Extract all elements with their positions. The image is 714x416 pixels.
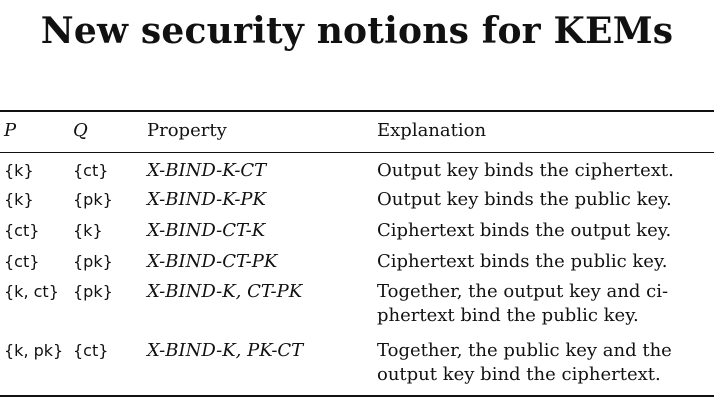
table-top-rule [0, 110, 714, 112]
header-property: Property [147, 120, 227, 141]
explanation-line: Together, the output key and ci- [377, 281, 669, 302]
cell-explanation: Output key binds the public key. [377, 188, 672, 212]
table-header-rule [0, 152, 714, 153]
cell-q: {k} [73, 221, 103, 240]
explanation-line: Output key binds the public key. [377, 189, 672, 210]
cell-p: {k, ct} [4, 282, 59, 301]
cell-p: {k, pk} [4, 341, 64, 360]
cell-property: X-BIND-CT-K [147, 220, 266, 241]
cell-explanation: Ciphertext binds the public key. [377, 250, 667, 274]
header-q: Q [73, 120, 88, 141]
cell-property: X-BIND-K-CT [147, 160, 267, 181]
table-bottom-rule [0, 395, 714, 397]
cell-q: {ct} [73, 161, 109, 180]
cell-q: {pk} [73, 190, 113, 209]
cell-property: X-BIND-K, PK-CT [147, 340, 304, 361]
cell-p: {ct} [4, 252, 40, 271]
cell-property: X-BIND-K, CT-PK [147, 281, 303, 302]
cell-q: {pk} [73, 252, 113, 271]
cell-property: X-BIND-K-PK [147, 189, 266, 210]
cell-q: {ct} [73, 341, 109, 360]
header-p: P [4, 120, 17, 141]
header-explanation: Explanation [377, 120, 487, 141]
slide-title: New security notions for KEMs [40, 10, 674, 52]
explanation-line: Output key binds the ciphertext. [377, 160, 674, 181]
cell-explanation: Together, the output key and ci- phertex… [377, 280, 668, 328]
cell-explanation: Output key binds the ciphertext. [377, 159, 674, 183]
explanation-line: Ciphertext binds the output key. [377, 220, 672, 241]
cell-q: {pk} [73, 282, 113, 301]
cell-p: {k} [4, 161, 34, 180]
cell-explanation: Together, the public key and the output … [377, 339, 672, 387]
cell-p: {ct} [4, 221, 40, 240]
explanation-line: Together, the public key and the [377, 340, 672, 361]
explanation-line: output key bind the ciphertext. [377, 364, 661, 385]
cell-explanation: Ciphertext binds the output key. [377, 219, 671, 243]
cell-p: {k} [4, 190, 34, 209]
explanation-line: Ciphertext binds the public key. [377, 251, 668, 272]
explanation-line: phertext bind the public key. [377, 305, 639, 326]
cell-property: X-BIND-CT-PK [147, 251, 278, 272]
